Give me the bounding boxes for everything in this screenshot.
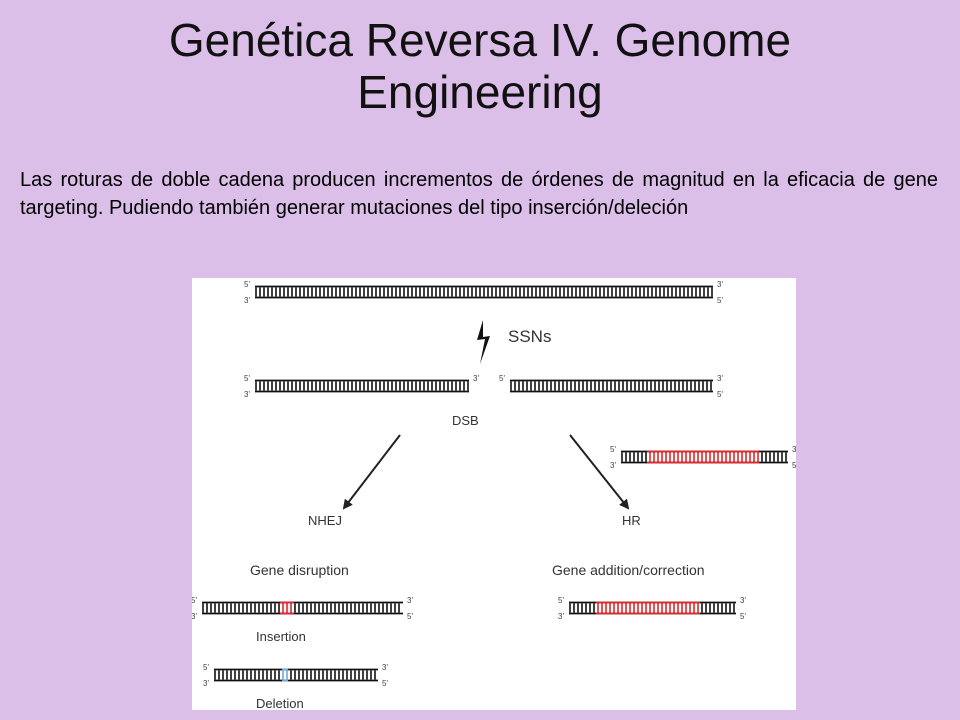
gene-correction-product-end-label: 3' — [558, 612, 564, 621]
deletion-product-end-label: 3' — [382, 663, 388, 672]
dsb-left-fragment-end-label: 5' — [244, 374, 250, 383]
insertion-product-end-label: 5' — [407, 612, 413, 621]
title-line-1: Genética Reversa IV. Genome — [168, 14, 792, 66]
deletion-product-end-label: 3' — [203, 679, 209, 688]
slide-title: Genética Reversa IV. Genome Engineering — [0, 14, 960, 118]
deletion-product-end-label: 5' — [382, 679, 388, 688]
deletion-label: Deletion — [256, 696, 304, 710]
dna-layer: 5' 3' 3' 5' 5' 3' 3' 5' 3' 5' 5' 3' 3' 5' 5' 3' 3' 5' 5' 3'… — [192, 280, 796, 688]
target-dna-end-label: 5' — [717, 296, 723, 305]
target-dna-end-label: 3' — [244, 296, 250, 305]
arrow-to-hr — [569, 434, 630, 510]
donor-template — [621, 450, 788, 464]
arrow-to-nhej — [342, 434, 401, 510]
gene-correction-product-end-label: 5' — [558, 596, 564, 605]
gene-correction-product — [569, 601, 736, 615]
insertion-product — [202, 601, 403, 615]
target-dna-end-label: 3' — [717, 280, 723, 289]
donor-template-end-label: 3' — [610, 461, 616, 470]
hr-label: HR — [622, 513, 641, 528]
title-line-2: Engineering — [357, 66, 603, 118]
ssns-label: SSNs — [508, 327, 551, 346]
dsb-right-fragment-end-label: 5' — [499, 374, 505, 383]
donor-template-end-label: 5' — [610, 445, 616, 454]
insertion-product-end-label: 3' — [192, 612, 197, 621]
dsb-right-fragment — [510, 379, 713, 393]
target-dna — [255, 285, 713, 299]
insertion-label: Insertion — [256, 629, 306, 644]
slide-body-text: Las roturas de doble cadena producen inc… — [20, 169, 938, 219]
insertion-product-end-label: 5' — [192, 596, 197, 605]
dsb-right-fragment-end-label: 3' — [717, 374, 723, 383]
dsb-right-fragment-end-label: 5' — [717, 390, 723, 399]
deletion-product — [214, 668, 378, 682]
gene-correction-product-end-label: 3' — [740, 596, 746, 605]
dsb-left-fragment-end-label: 3' — [473, 374, 479, 383]
dsb-left-fragment — [255, 379, 469, 393]
insertion-product-end-label: 3' — [407, 596, 413, 605]
gene-disruption-label: Gene disruption — [250, 562, 349, 578]
donor-template-end-label: 3' — [792, 445, 796, 454]
gene-addition-correction-label: Gene addition/correction — [552, 562, 705, 578]
deletion-product-end-label: 5' — [203, 663, 209, 672]
genome-engineering-diagram: SSNs DSB NHEJ HR Gene disruption Gene ad… — [192, 280, 796, 710]
gene-correction-product-end-label: 5' — [740, 612, 746, 621]
genome-engineering-figure: SSNs DSB NHEJ HR Gene disruption Gene ad… — [192, 278, 796, 710]
nhej-label: NHEJ — [308, 513, 342, 528]
lightning-bolt-icon — [477, 320, 490, 364]
dsb-left-fragment-end-label: 3' — [244, 390, 250, 399]
target-dna-end-label: 5' — [244, 280, 250, 289]
dsb-label: DSB — [452, 413, 479, 428]
donor-template-end-label: 5' — [792, 461, 796, 470]
